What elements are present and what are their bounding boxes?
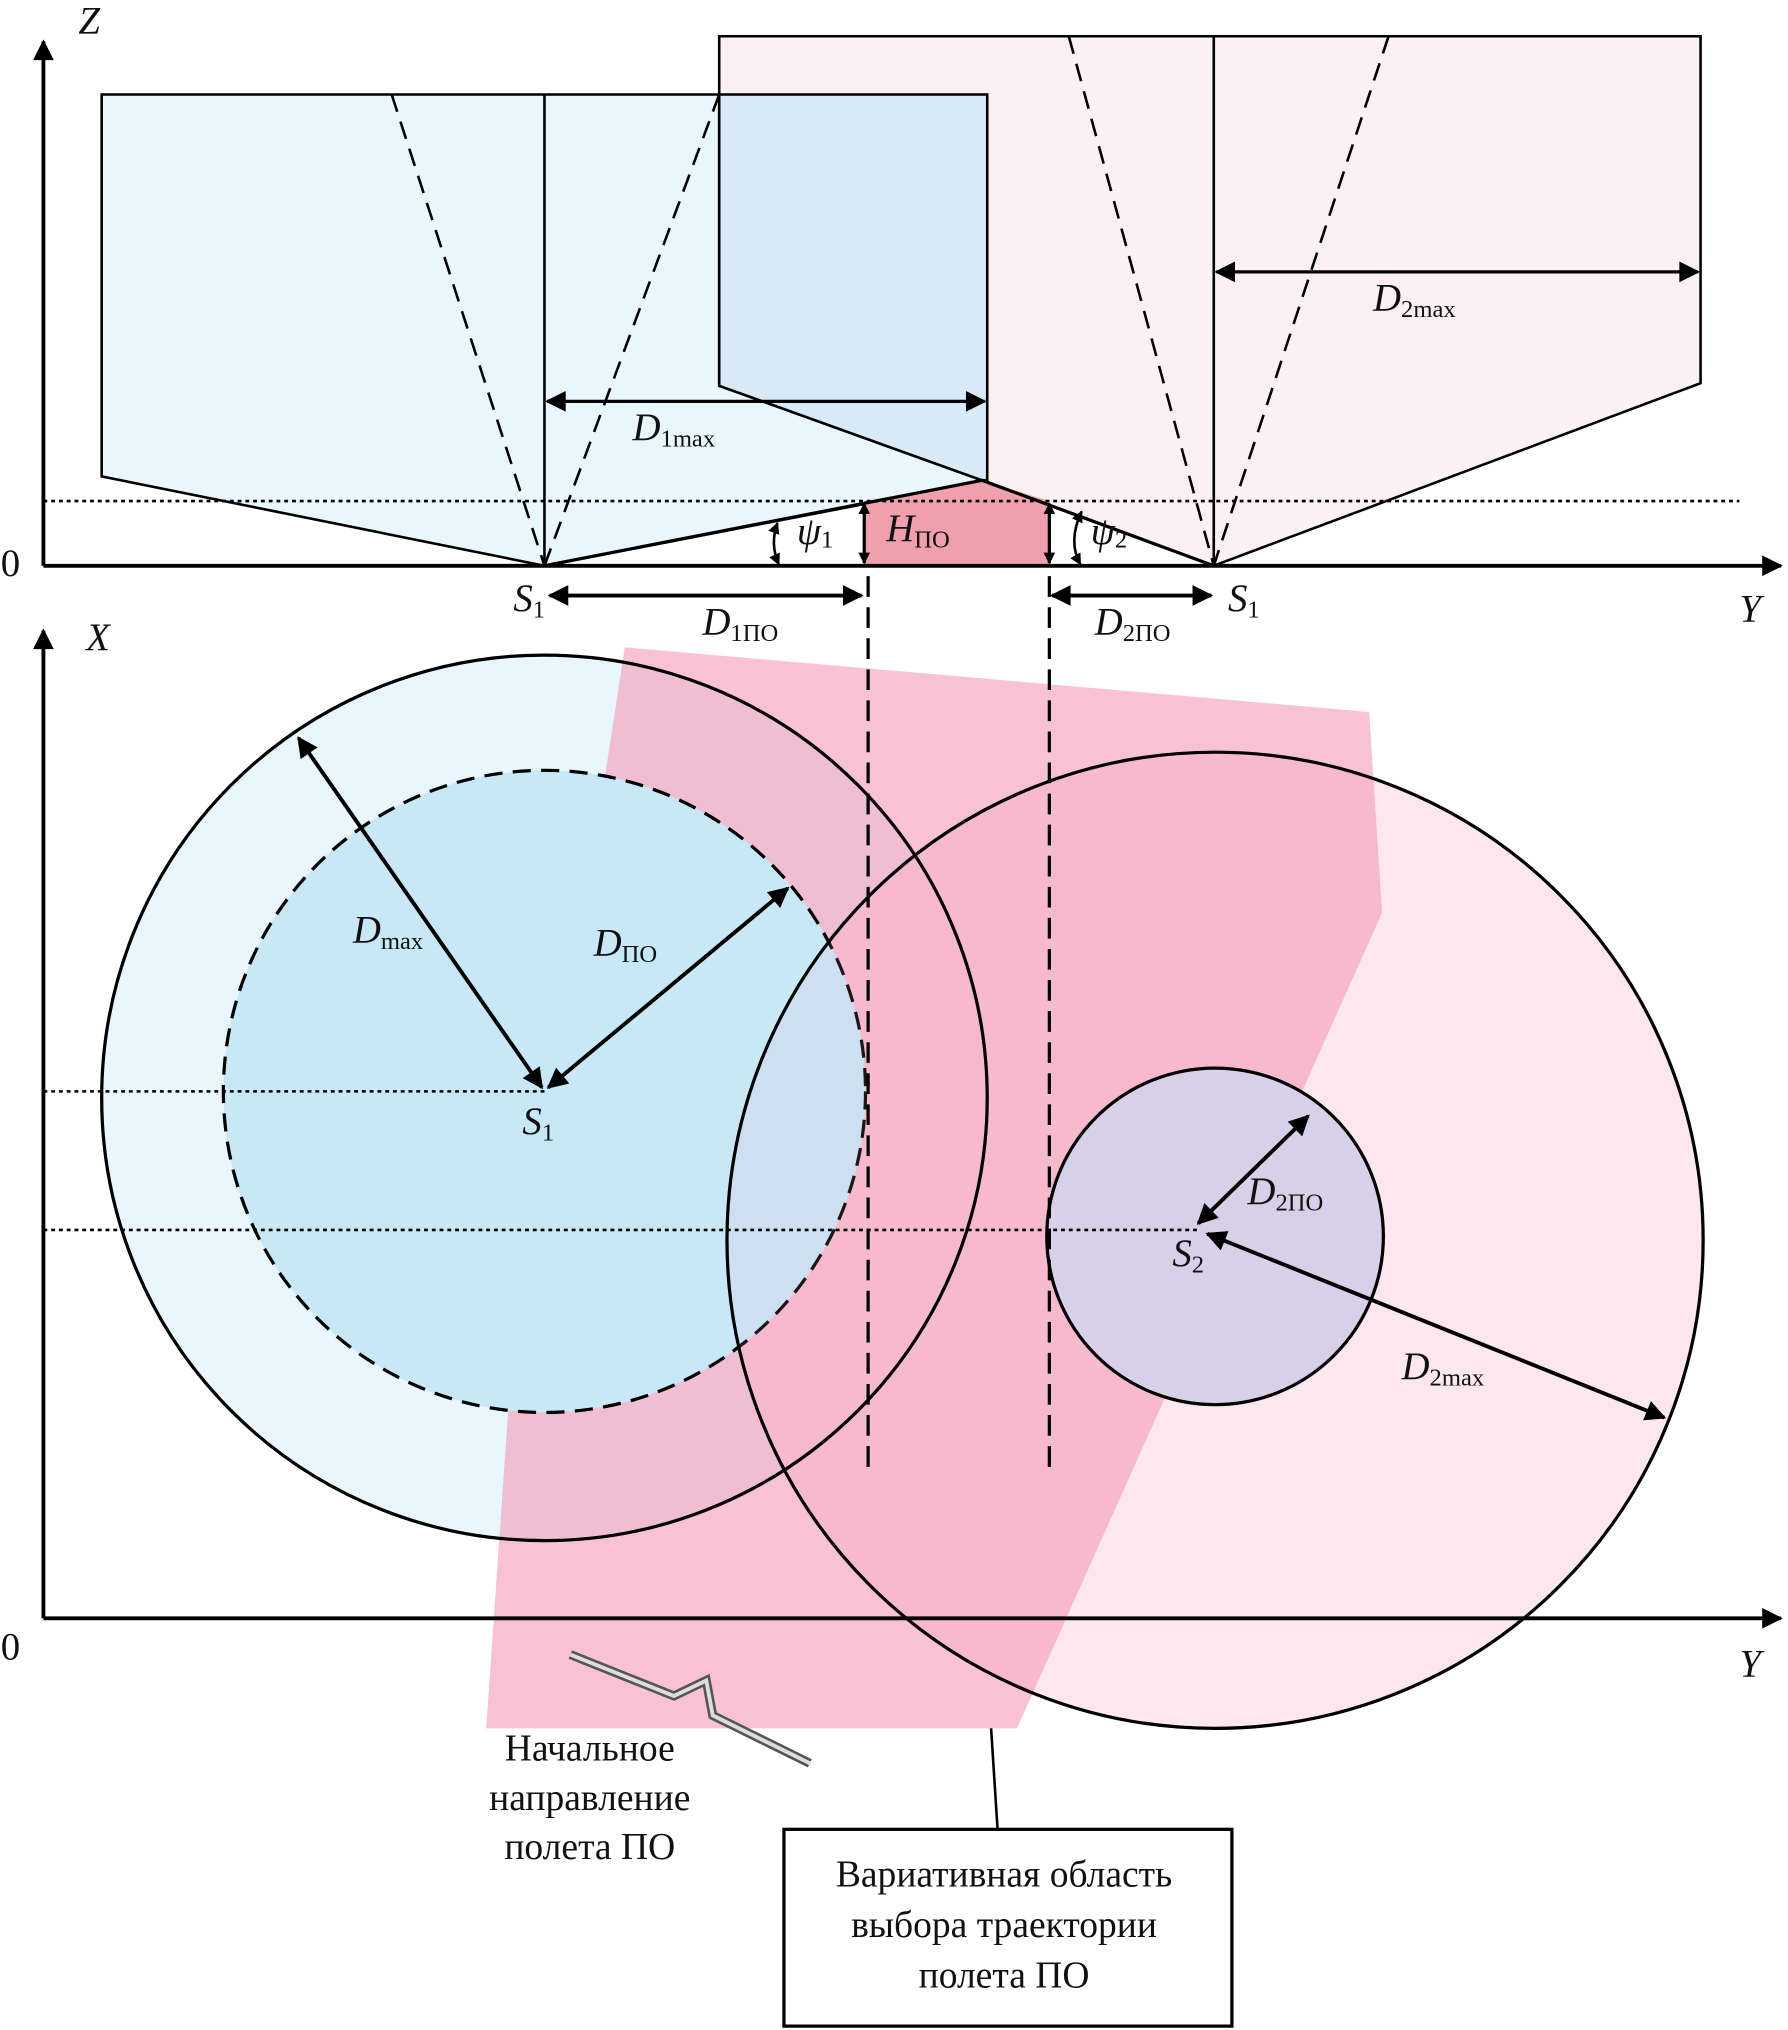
d2max-label-plan: D2max (1401, 1345, 1485, 1391)
svg-text:Начальное: Начальное (505, 1729, 675, 1770)
d2max-label-top: D2max (1372, 277, 1456, 323)
leader-line (989, 1728, 999, 1830)
s1-label-right: S1 (1228, 577, 1260, 623)
d1max-label: D1max (631, 406, 715, 452)
origin-label-top: 0 (1, 542, 20, 585)
side-view: Z 0 Y D1max D2max ψ1 ψ2 HПО S1 S1 D1ПО D… (1, 0, 1783, 647)
svg-text:выбора траектории: выбора траектории (851, 1905, 1157, 1946)
dpo-label: DПО (593, 921, 658, 967)
x-axis-label: X (84, 616, 111, 659)
svg-text:направление: направление (489, 1778, 690, 1819)
dmax-label: Dmax (352, 909, 423, 955)
svg-text:полета ПО: полета ПО (504, 1827, 675, 1868)
h-po-region (864, 480, 1050, 566)
origin-label-bottom: 0 (1, 1626, 20, 1669)
svg-text:Вариативная область: Вариативная область (836, 1854, 1172, 1895)
d2po-label-plan: D2ПО (1246, 1170, 1323, 1216)
psi2-label: ψ2 (1091, 510, 1127, 554)
initial-direction-caption: Начальное направление полета ПО (489, 1729, 690, 1868)
s1-label-left: S1 (513, 577, 545, 623)
plan-view: X 0 Y Dmax DПО S1 S2 D2ПО D2max (1, 576, 1783, 1768)
d2po-label-top: D2ПО (1094, 600, 1171, 646)
y-axis-label-bottom: Y (1739, 1643, 1765, 1686)
variable-area-callout: Вариативная область выбора траектории по… (782, 1827, 1234, 2028)
svg-text:полета ПО: полета ПО (919, 1955, 1090, 1996)
s2-label: S2 (1172, 1232, 1204, 1278)
s1-label-plan: S1 (522, 1100, 554, 1146)
z-axis-label: Z (78, 0, 100, 43)
y-axis-label-top: Y (1739, 587, 1765, 630)
psi1-label: ψ1 (797, 510, 833, 554)
h-po-label: HПО (885, 507, 950, 553)
d1po-label: D1ПО (701, 600, 778, 646)
